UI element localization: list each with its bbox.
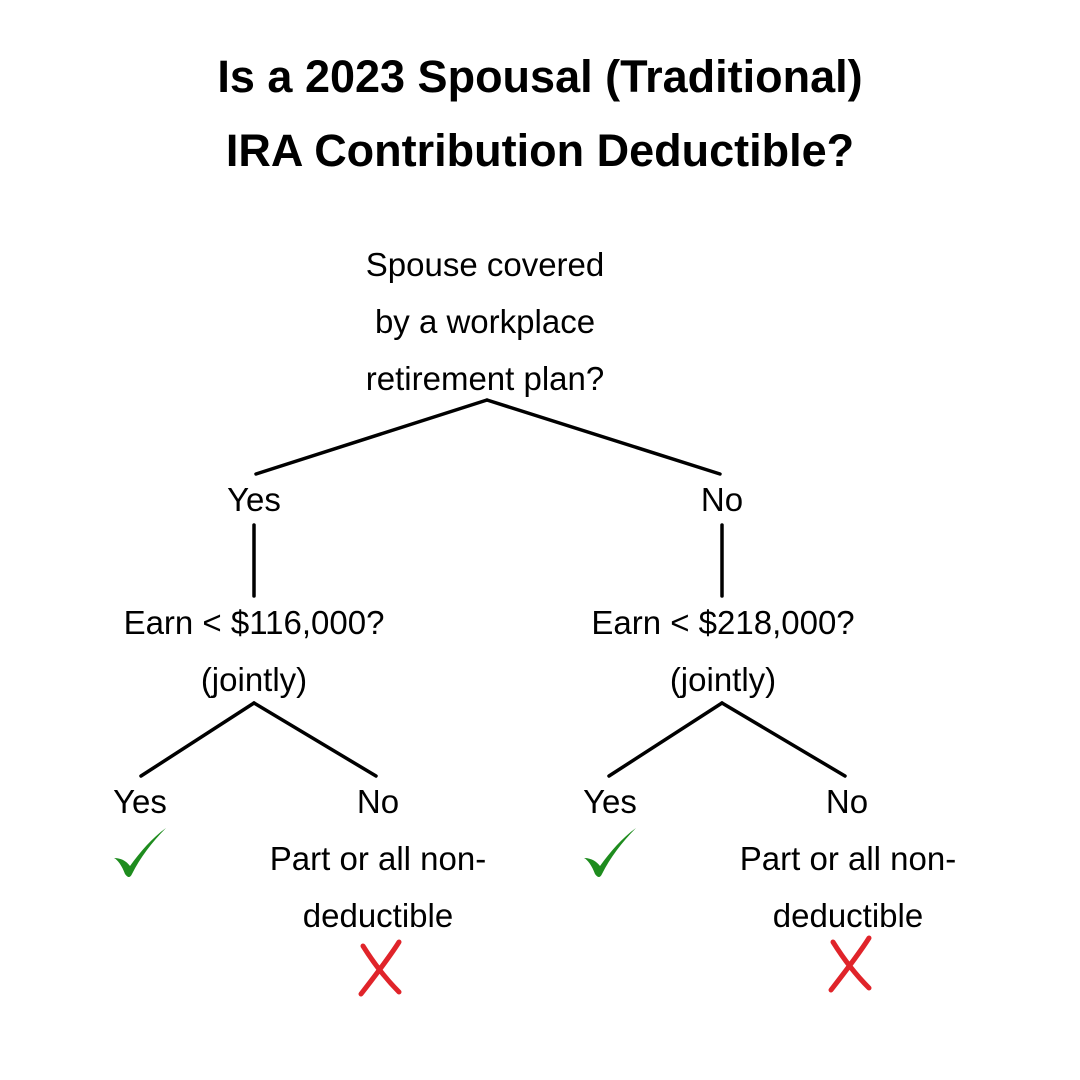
left-no-result-line-1: Part or all non- bbox=[269, 840, 487, 877]
check-icon bbox=[584, 828, 636, 877]
right-no-result-line-1: Part or all non- bbox=[739, 840, 957, 877]
title-line-2: IRA Contribution Deductible? bbox=[225, 125, 855, 176]
connector-right-yes bbox=[607, 701, 724, 778]
right-no-label: No bbox=[825, 783, 869, 820]
check-icon bbox=[114, 828, 166, 877]
left-income-question-line-2: (jointly) bbox=[200, 661, 308, 698]
connector-right-no bbox=[720, 701, 847, 778]
left-income-question: Earn < $116,000? (jointly) bbox=[54, 594, 454, 708]
diagram-title: Is a 2023 Spousal (Traditional) IRA Cont… bbox=[0, 40, 1080, 188]
left-no-label: No bbox=[356, 783, 400, 820]
title-line-1: Is a 2023 Spousal (Traditional) bbox=[217, 51, 863, 102]
left-no-result-line-2: deductible bbox=[302, 897, 454, 934]
left-no-result: Part or all non- deductible bbox=[218, 830, 538, 944]
x-icon bbox=[358, 939, 402, 997]
right-no-result: Part or all non- deductible bbox=[688, 830, 1008, 944]
connector-left-yes bbox=[139, 701, 256, 778]
right-answer: No bbox=[700, 481, 744, 518]
x-icon bbox=[828, 935, 872, 993]
connector-root-right bbox=[485, 398, 722, 476]
root-question-line-1: Spouse covered bbox=[365, 246, 605, 283]
right-no-result-line-2: deductible bbox=[772, 897, 924, 934]
root-question-line-3: retirement plan? bbox=[365, 360, 605, 397]
right-yes-label: Yes bbox=[583, 783, 637, 820]
left-yes-label: Yes bbox=[113, 783, 167, 820]
left-income-question-line-1: Earn < $116,000? bbox=[123, 604, 385, 641]
root-question: Spouse covered by a workplace retirement… bbox=[285, 236, 685, 407]
connector-root-left bbox=[254, 398, 489, 476]
right-income-question-line-1: Earn < $218,000? bbox=[591, 604, 855, 641]
right-income-question: Earn < $218,000? (jointly) bbox=[523, 594, 923, 708]
connector-left-no bbox=[252, 701, 378, 778]
root-question-line-2: by a workplace bbox=[374, 303, 596, 340]
left-answer: Yes bbox=[227, 481, 281, 518]
right-income-question-line-2: (jointly) bbox=[669, 661, 777, 698]
